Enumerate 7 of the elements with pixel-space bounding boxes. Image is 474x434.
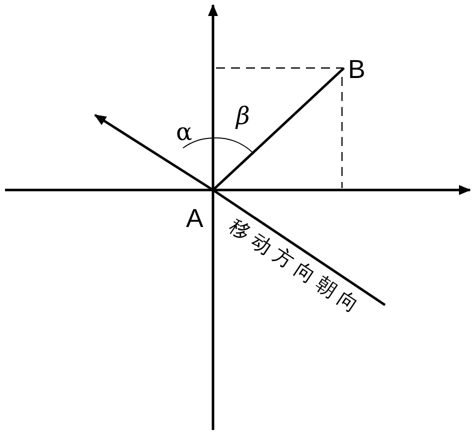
point-label: B bbox=[348, 56, 366, 82]
line bbox=[212, 188, 386, 306]
arrow bbox=[94, 114, 214, 192]
edge-label: 移动方向朝向 bbox=[226, 216, 367, 320]
angle-label: β bbox=[236, 104, 250, 128]
angle-label: α bbox=[176, 120, 192, 144]
point-label: A bbox=[186, 205, 204, 231]
